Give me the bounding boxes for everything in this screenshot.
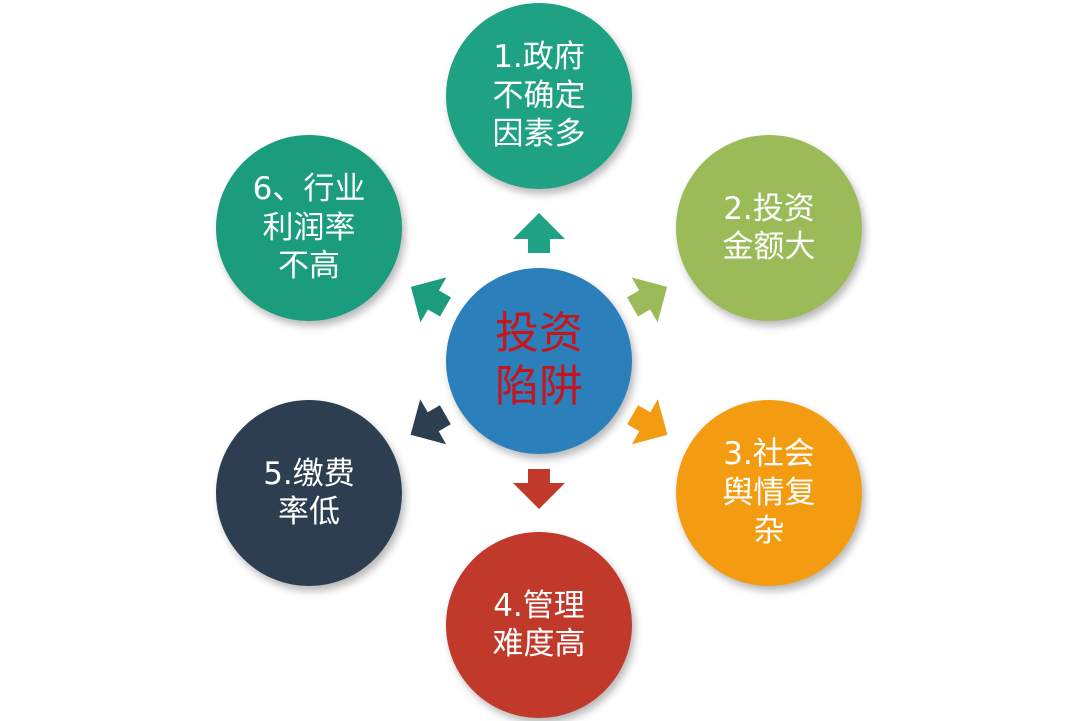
- node-6-label: 6、行业 利润率 不高: [252, 171, 366, 285]
- arrow-to-node-4: [513, 469, 565, 509]
- center-label: 投资 陷阱: [495, 308, 583, 412]
- node-5-circle: 5.缴费 率低: [216, 400, 402, 586]
- node-3-circle: 3.社会 舆情复 杂: [676, 400, 862, 586]
- node-6-circle: 6、行业 利润率 不高: [216, 135, 402, 321]
- arrow-to-node-6: [410, 277, 451, 323]
- arrow-to-node-3: [627, 399, 668, 445]
- node-1-label: 1.政府 不确定 因素多: [492, 39, 586, 153]
- node-5-label: 5.缴费 率低: [263, 455, 355, 530]
- node-1-circle: 1.政府 不确定 因素多: [446, 3, 632, 189]
- node-4-circle: 4.管理 难度高: [446, 532, 632, 718]
- center-circle: 投资 陷阱: [446, 268, 632, 454]
- arrow-to-node-1: [513, 213, 565, 253]
- node-2-label: 2.投资 金额大: [722, 190, 816, 265]
- node-4-label: 4.管理 难度高: [492, 587, 586, 662]
- arrow-to-node-2: [627, 277, 668, 323]
- node-2-circle: 2.投资 金额大: [676, 135, 862, 321]
- arrow-to-node-5: [410, 399, 451, 445]
- node-3-label: 3.社会 舆情复 杂: [722, 436, 816, 550]
